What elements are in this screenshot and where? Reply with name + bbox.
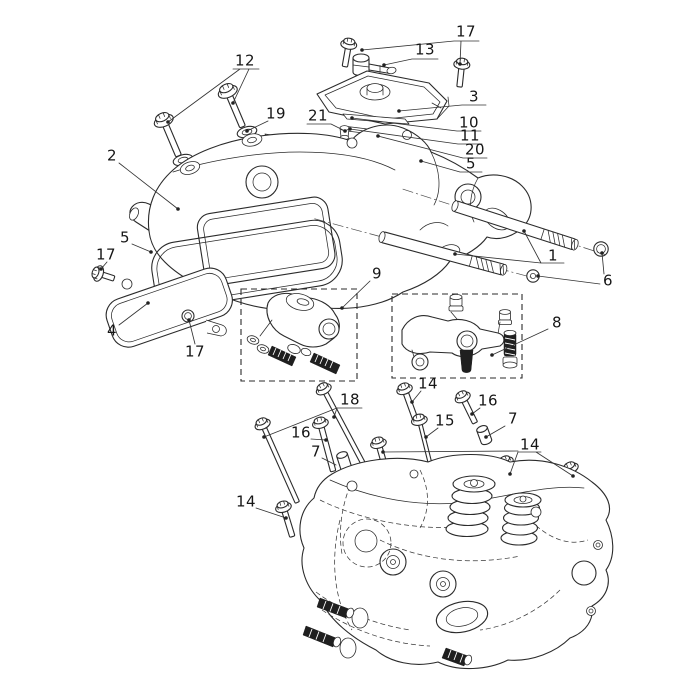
callout-3: 3 [468, 87, 480, 106]
part-8-rocker-arm-box [391, 293, 523, 379]
callout-18: 18 [339, 390, 361, 409]
part-9-assembly-box [240, 288, 358, 382]
callout-7-right: 7 [507, 409, 519, 428]
callout-5-right: 5 [465, 154, 477, 173]
part-10-plate [342, 113, 410, 125]
leader-lines [99, 40, 605, 520]
callout-8: 8 [551, 313, 563, 332]
part-3-upper-cover [316, 70, 450, 125]
part-17-top-bolts [339, 36, 472, 88]
callout-20: 20 [464, 140, 486, 159]
callout-14-bottom-left: 14 [235, 492, 257, 511]
part-2-cylinder-head-cover [129, 124, 532, 311]
part-18-long-bolt [252, 414, 300, 504]
part-16-bolt [310, 414, 337, 473]
callout-2: 2 [106, 146, 118, 165]
callout-7-left: 7 [310, 442, 322, 461]
callout-21: 21 [307, 106, 329, 125]
callout-9: 9 [371, 264, 383, 283]
part-4-side-cover [105, 267, 233, 348]
callout-15: 15 [434, 411, 456, 430]
cylinder-head-assembly [299, 453, 614, 670]
callout-14-top: 14 [417, 374, 439, 393]
part-16-bolt [452, 387, 478, 425]
callout-14-right: 14 [519, 435, 541, 454]
callout-10: 10 [458, 113, 480, 132]
part-5-cover-gasket [151, 219, 343, 309]
callout-17-top-right: 17 [455, 22, 477, 41]
callout-12: 12 [234, 51, 256, 70]
callout-4: 4 [106, 321, 118, 340]
callout-5-left: 5 [119, 228, 131, 247]
callout-16-right: 16 [477, 391, 499, 410]
callout-17-bottom: 17 [184, 342, 206, 361]
valve-spring [445, 475, 496, 538]
callout-17-left: 17 [95, 245, 117, 264]
callout-1: 1 [547, 246, 559, 265]
callout-6: 6 [602, 271, 614, 290]
valve-spring [500, 492, 542, 546]
part-14-bolt [273, 498, 296, 538]
part-17-side-bolt [89, 263, 116, 284]
callout-16-left: 16 [290, 423, 312, 442]
callout-19: 19 [265, 104, 287, 123]
callout-13: 13 [414, 40, 436, 59]
part-1-rocker-shafts [314, 188, 606, 279]
callout-11: 11 [459, 126, 481, 145]
